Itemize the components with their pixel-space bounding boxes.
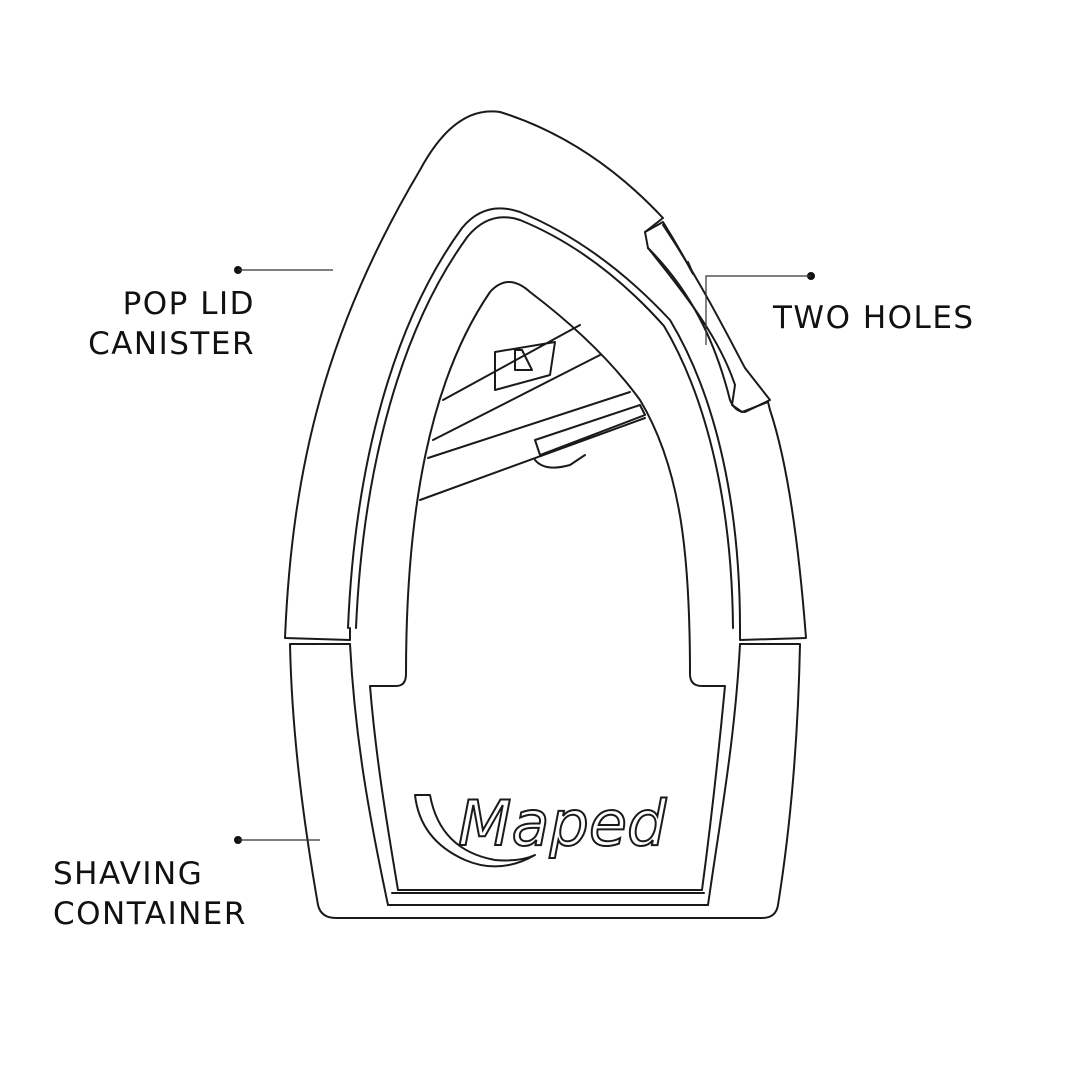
bottom-strip: [387, 892, 709, 906]
label-line: POP LID: [122, 286, 255, 322]
pop-lid-canister-label: POP LID CANISTER: [88, 284, 255, 364]
container-inner-right: [707, 643, 741, 906]
svg-text:Maped: Maped: [458, 787, 667, 860]
window: [369, 281, 726, 891]
shaving-leader: [234, 836, 320, 844]
container-inner-left: [349, 643, 389, 906]
label-line: SHAVING: [53, 856, 204, 892]
shaving-container-outline: [289, 643, 801, 919]
label-line: TWO HOLES: [773, 300, 975, 336]
shaving-container-label: SHAVING CONTAINER: [53, 854, 247, 934]
pop-lid-leader: [234, 266, 333, 274]
blade-mechanism: [419, 324, 646, 501]
label-line: CONTAINER: [53, 896, 247, 932]
label-line: CANISTER: [88, 326, 255, 362]
hole-1: [644, 221, 695, 275]
pop-lid-outline: [284, 110, 807, 641]
two-holes-label: TWO HOLES: [773, 298, 975, 338]
hole-2: [647, 224, 771, 413]
lid-inner-arch: [347, 207, 741, 629]
two-holes-leader: [705, 272, 815, 345]
maped-logo: Maped: [414, 786, 668, 868]
lid-inner-arch-2: [355, 216, 734, 629]
